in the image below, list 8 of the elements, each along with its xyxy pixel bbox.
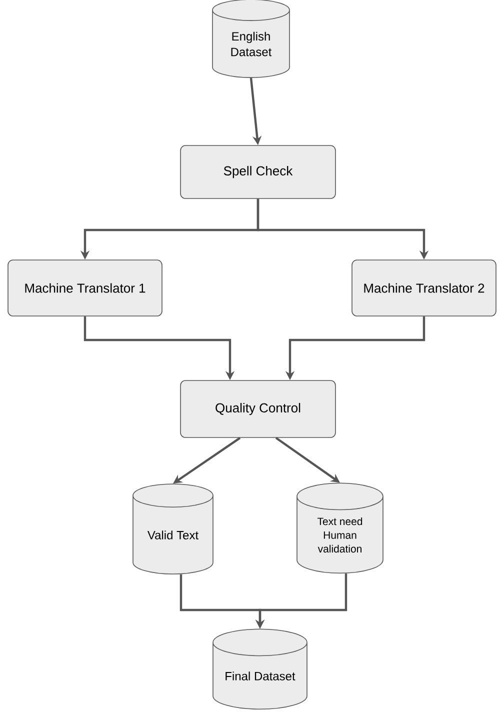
database-cylinder: Text need Human validation	[296, 482, 384, 574]
process-box: Spell Check	[180, 145, 336, 199]
database-cylinder: Final Dataset	[212, 628, 308, 710]
database-cylinder: Valid Text	[132, 484, 214, 574]
database-cylinder: English Dataset	[212, 0, 290, 78]
process-box: Quality Control	[180, 380, 336, 438]
process-box: Machine Translator 2	[352, 260, 496, 316]
process-box: Machine Translator 1	[8, 260, 162, 316]
